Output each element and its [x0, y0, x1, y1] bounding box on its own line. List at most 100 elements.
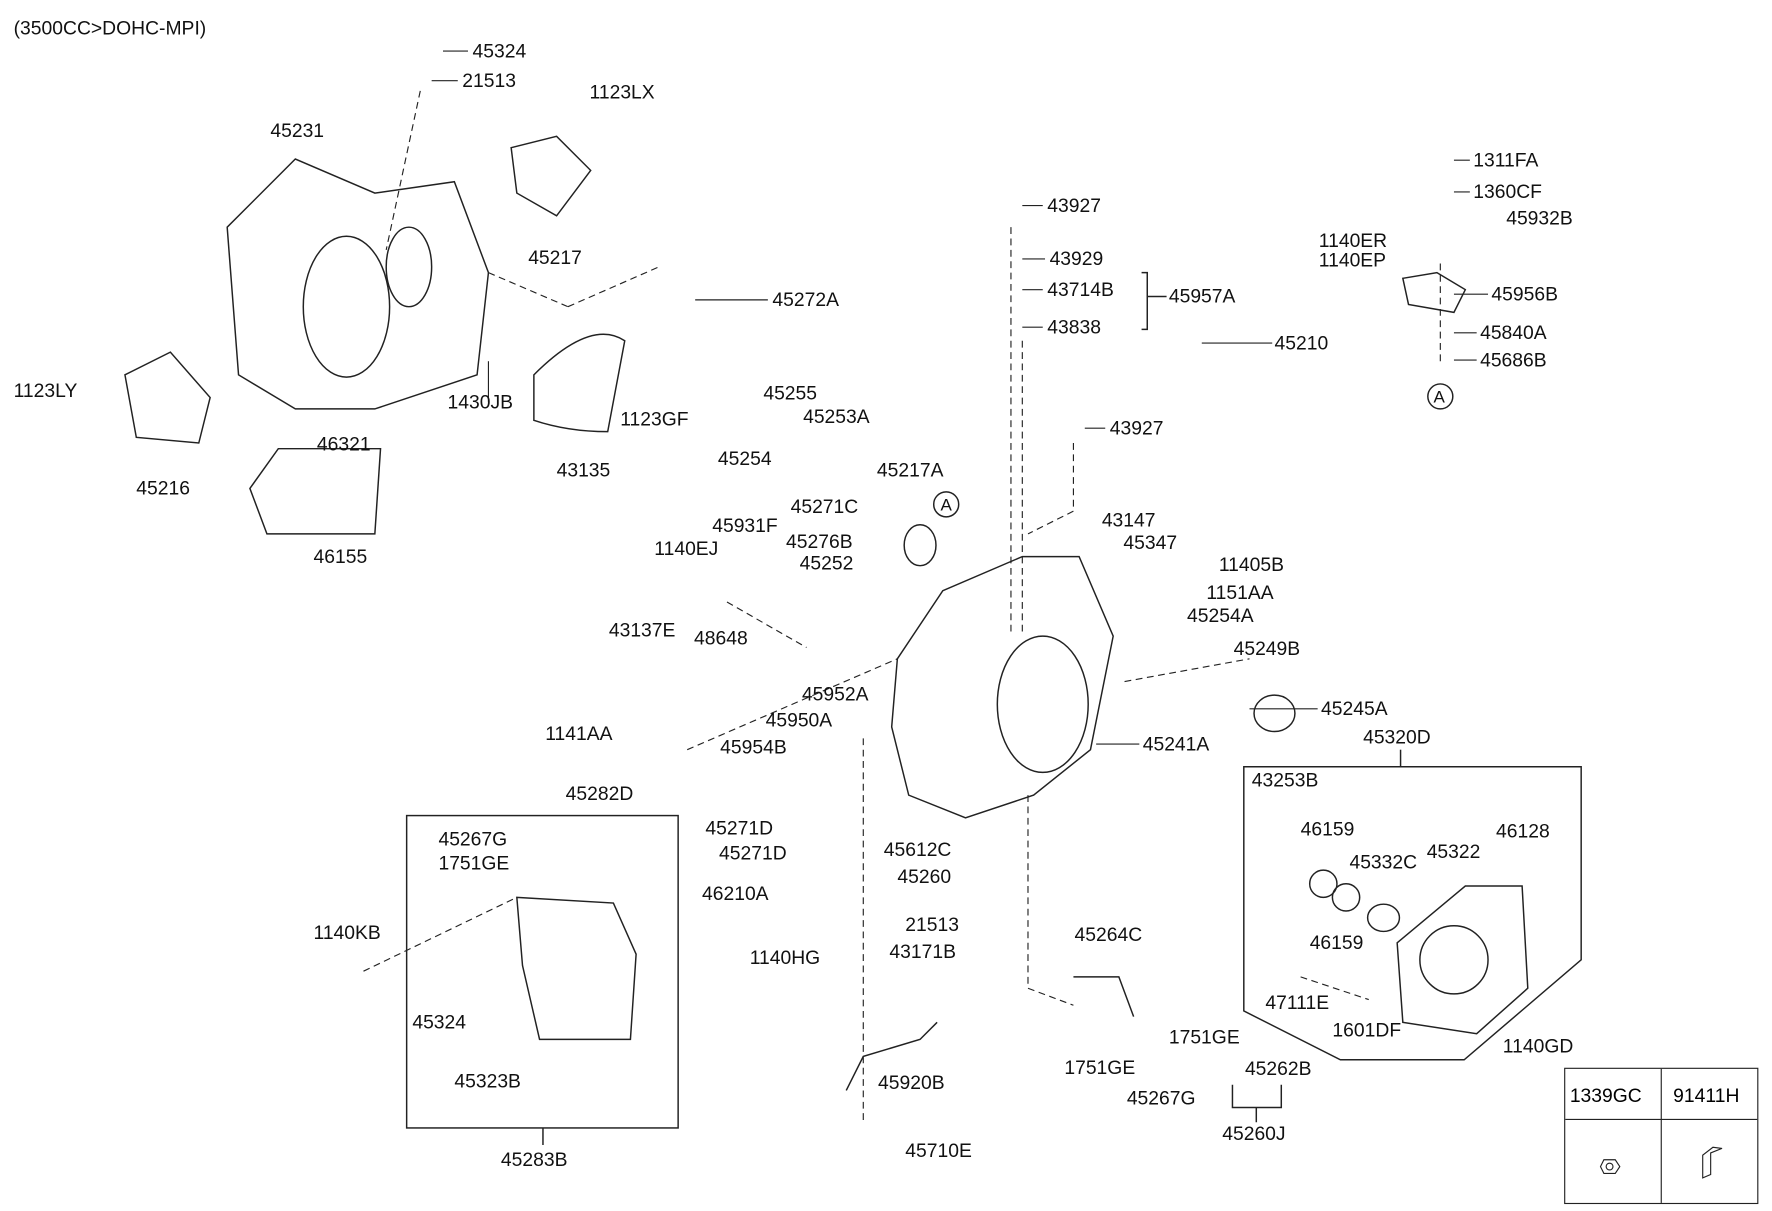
part-label[interactable]: 1123GF	[620, 408, 689, 430]
part-label[interactable]: 43927	[1109, 417, 1164, 440]
part-label[interactable]: 45322	[1426, 841, 1481, 863]
part-label[interactable]: 1751GE	[438, 852, 510, 875]
part-label[interactable]: 45217A	[876, 459, 944, 482]
ref-circle-a1	[1427, 383, 1454, 410]
part-label[interactable]: 45952A	[801, 683, 869, 705]
part-label[interactable]: 21513	[905, 913, 960, 936]
rear-cover-box	[1243, 765, 1582, 1061]
part-label[interactable]: 45241A	[1142, 733, 1210, 755]
part-label[interactable]: 1601DF	[1332, 1019, 1402, 1042]
part-label[interactable]: 45957A	[1168, 285, 1236, 308]
part-label[interactable]: 1141AA	[545, 723, 613, 745]
part-label[interactable]: 45956B	[1491, 283, 1559, 305]
part-label[interactable]: 1751GE	[1168, 1026, 1240, 1048]
part-label[interactable]: 45283B	[500, 1148, 568, 1171]
part-label[interactable]: 45254A	[1187, 604, 1254, 627]
part-label[interactable]: 45271D	[705, 817, 774, 839]
part-label[interactable]: 45276B	[786, 531, 853, 553]
part-label[interactable]: 46159	[1300, 818, 1355, 840]
part-label[interactable]: 45271C	[790, 495, 859, 518]
part-label[interactable]: 43838	[1047, 316, 1102, 338]
part-label[interactable]: 45252	[799, 552, 854, 575]
part-label[interactable]: 1123LY	[13, 379, 78, 402]
part-label[interactable]: 1140EP	[1318, 249, 1387, 271]
part-label[interactable]: 45253A	[803, 406, 870, 428]
nut-icon	[1599, 1159, 1621, 1174]
part-label[interactable]: 43147	[1101, 509, 1156, 532]
part-label[interactable]: 1360CF	[1473, 181, 1542, 203]
table-header-91411h[interactable]: 91411H	[1673, 1084, 1740, 1107]
part-label[interactable]: 45324	[472, 40, 527, 62]
part-label[interactable]: 1140EJ	[654, 537, 719, 560]
part-label[interactable]: 1123LX	[589, 81, 655, 103]
oil-pan-46321	[249, 447, 382, 535]
part-label[interactable]: 45932B	[1506, 207, 1573, 229]
oring-46159	[1308, 869, 1338, 899]
part-label[interactable]: 43929	[1049, 248, 1104, 270]
part-label[interactable]: 43714B	[1047, 278, 1114, 301]
part-label[interactable]: 45954B	[720, 736, 787, 759]
part-label[interactable]: 11405B	[1218, 553, 1284, 576]
part-label[interactable]: 47111E	[1265, 992, 1330, 1014]
part-label[interactable]: 45260	[897, 866, 952, 888]
pipe-45264C	[1073, 976, 1135, 1017]
inhibitor-switch-45956B	[1401, 271, 1467, 314]
part-label[interactable]: 45272A	[772, 289, 840, 311]
part-label[interactable]: 45245A	[1321, 698, 1388, 720]
part-label[interactable]: 45210	[1274, 332, 1329, 354]
part-label[interactable]: 1140KB	[313, 921, 381, 944]
part-label[interactable]: 45262B	[1244, 1058, 1312, 1080]
part-label[interactable]: 45612C	[883, 838, 952, 861]
part-label[interactable]: 1140HG	[749, 946, 821, 969]
part-label[interactable]: 46210A	[701, 883, 769, 905]
part-label[interactable]: 45255	[763, 382, 818, 404]
part-label[interactable]: 43927	[1047, 194, 1102, 217]
part-label[interactable]: 46159	[1309, 932, 1364, 954]
seal-45217A	[903, 524, 937, 567]
part-label[interactable]: 43171B	[889, 941, 957, 963]
part-label[interactable]: 48648	[694, 627, 748, 650]
part-label[interactable]: 21513	[462, 69, 517, 92]
part-label[interactable]: 45950A	[765, 709, 833, 731]
part-label[interactable]: 45271D	[719, 842, 787, 864]
part-label[interactable]: 45264C	[1074, 924, 1143, 946]
part-label[interactable]: 45282D	[565, 783, 634, 805]
part-label[interactable]: 1751GE	[1064, 1056, 1136, 1079]
part-label[interactable]: 45324	[412, 1011, 467, 1034]
part-label[interactable]: 46128	[1495, 820, 1550, 843]
part-label[interactable]: 46321	[316, 433, 371, 455]
part-label[interactable]: 45267G	[1126, 1087, 1196, 1110]
part-label[interactable]: 1151AA	[1206, 582, 1274, 604]
hardware-table: 1339GC 91411H	[1564, 1067, 1759, 1205]
part-label[interactable]: 45249B	[1233, 637, 1301, 660]
clip-icon	[1702, 1146, 1723, 1179]
part-label[interactable]: 45920B	[878, 1071, 945, 1094]
part-label[interactable]: 45931F	[712, 515, 778, 537]
part-label[interactable]: 45840A	[1480, 322, 1547, 344]
part-label[interactable]: 45686B	[1480, 349, 1547, 371]
part-label[interactable]: 45347	[1123, 532, 1178, 554]
part-label[interactable]: 1140ER	[1318, 230, 1388, 252]
part-label[interactable]: 45267G	[438, 828, 508, 851]
part-label[interactable]: 45231	[270, 119, 325, 142]
part-label[interactable]: 1311FA	[1473, 149, 1539, 171]
part-label[interactable]: 45710E	[905, 1139, 972, 1162]
transaxle-case-45241A	[890, 555, 1114, 819]
part-label[interactable]: 45320D	[1363, 726, 1431, 748]
part-label[interactable]: 43253B	[1251, 769, 1319, 792]
ref-circle-a2	[932, 491, 960, 518]
part-label[interactable]: 45254	[717, 448, 772, 470]
part-label[interactable]: 45332C	[1349, 851, 1418, 873]
part-label[interactable]: 45216	[136, 477, 191, 500]
part-label[interactable]: 1430JB	[447, 391, 514, 413]
shield-43135	[533, 333, 626, 433]
part-label[interactable]: 46155	[313, 545, 368, 568]
part-label[interactable]: 43137E	[608, 619, 676, 642]
part-label[interactable]: 45323B	[454, 1070, 521, 1093]
part-label[interactable]: 43135	[556, 459, 611, 482]
part-label[interactable]: 45260J	[1222, 1122, 1286, 1145]
part-label[interactable]: 1140GD	[1502, 1035, 1574, 1057]
table-header-1339gc[interactable]: 1339GC	[1569, 1084, 1642, 1107]
part-label[interactable]: 45217	[528, 247, 582, 269]
